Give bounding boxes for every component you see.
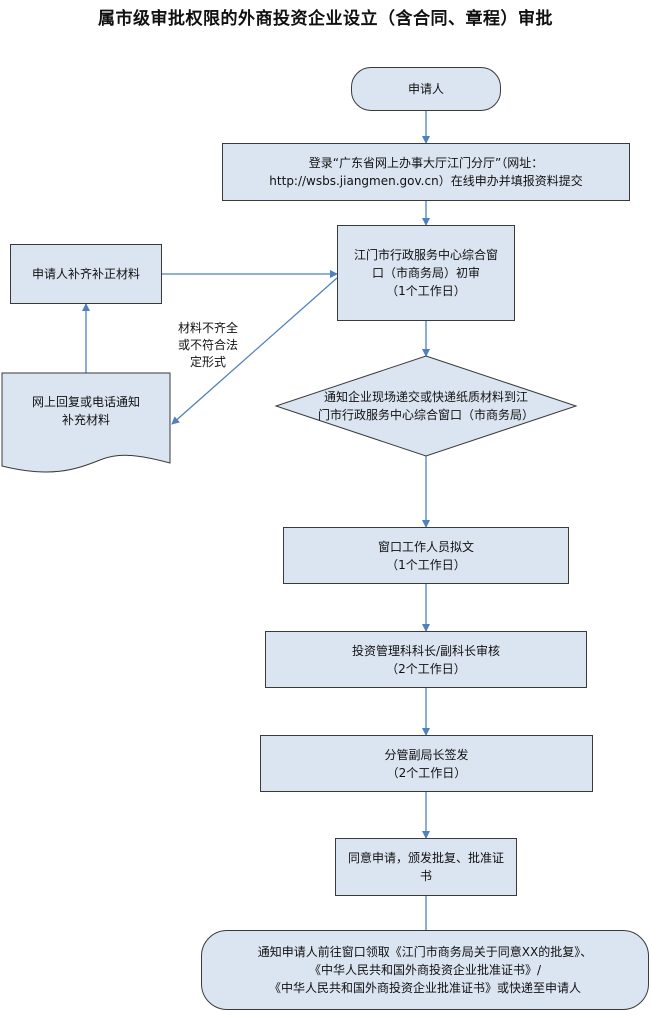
node-applicant: 申请人 <box>351 67 501 111</box>
node-draft: 窗口工作人员拟文 （1个工作日） <box>283 527 569 584</box>
node-initial-review: 江门市行政服务中心综合窗 口（市商务局）初审 （1个工作日） <box>337 225 515 321</box>
edge-review-to-notify <box>171 277 338 425</box>
node-sign: 分管副局长签发 （2个工作日） <box>260 735 593 792</box>
node-section-review: 投资管理科科长/副科长审核 （2个工作日） <box>265 631 587 688</box>
node-submit-paper: 通知企业现场递交或快递纸质材料到江 门市行政服务中心综合窗口（市商务局） <box>317 390 534 422</box>
node-supplement: 申请人补齐补正材料 <box>10 244 162 304</box>
node-notify-supplement: 网上回复或电话通知 补充材料 <box>31 395 140 427</box>
document-shape <box>1 372 171 473</box>
decision-diamond <box>274 355 578 457</box>
node-approve: 同意申请，颁发批复、批准证 书 <box>335 838 517 896</box>
page-title: 属市级审批权限的外商投资企业设立（含合同、章程）审批 <box>98 9 553 29</box>
node-online-apply: 登录“广东省网上办事大厅江门分厅”（网址： http://wsbs.jiangm… <box>222 143 630 201</box>
edge-label-incomplete: 材料不齐全 或不符合法 定形式 <box>177 321 238 369</box>
node-final-notice: 通知申请人前往窗口领取《江门市商务局关于同意XX的批复》、 《中华人民共和国外商… <box>201 930 649 1010</box>
